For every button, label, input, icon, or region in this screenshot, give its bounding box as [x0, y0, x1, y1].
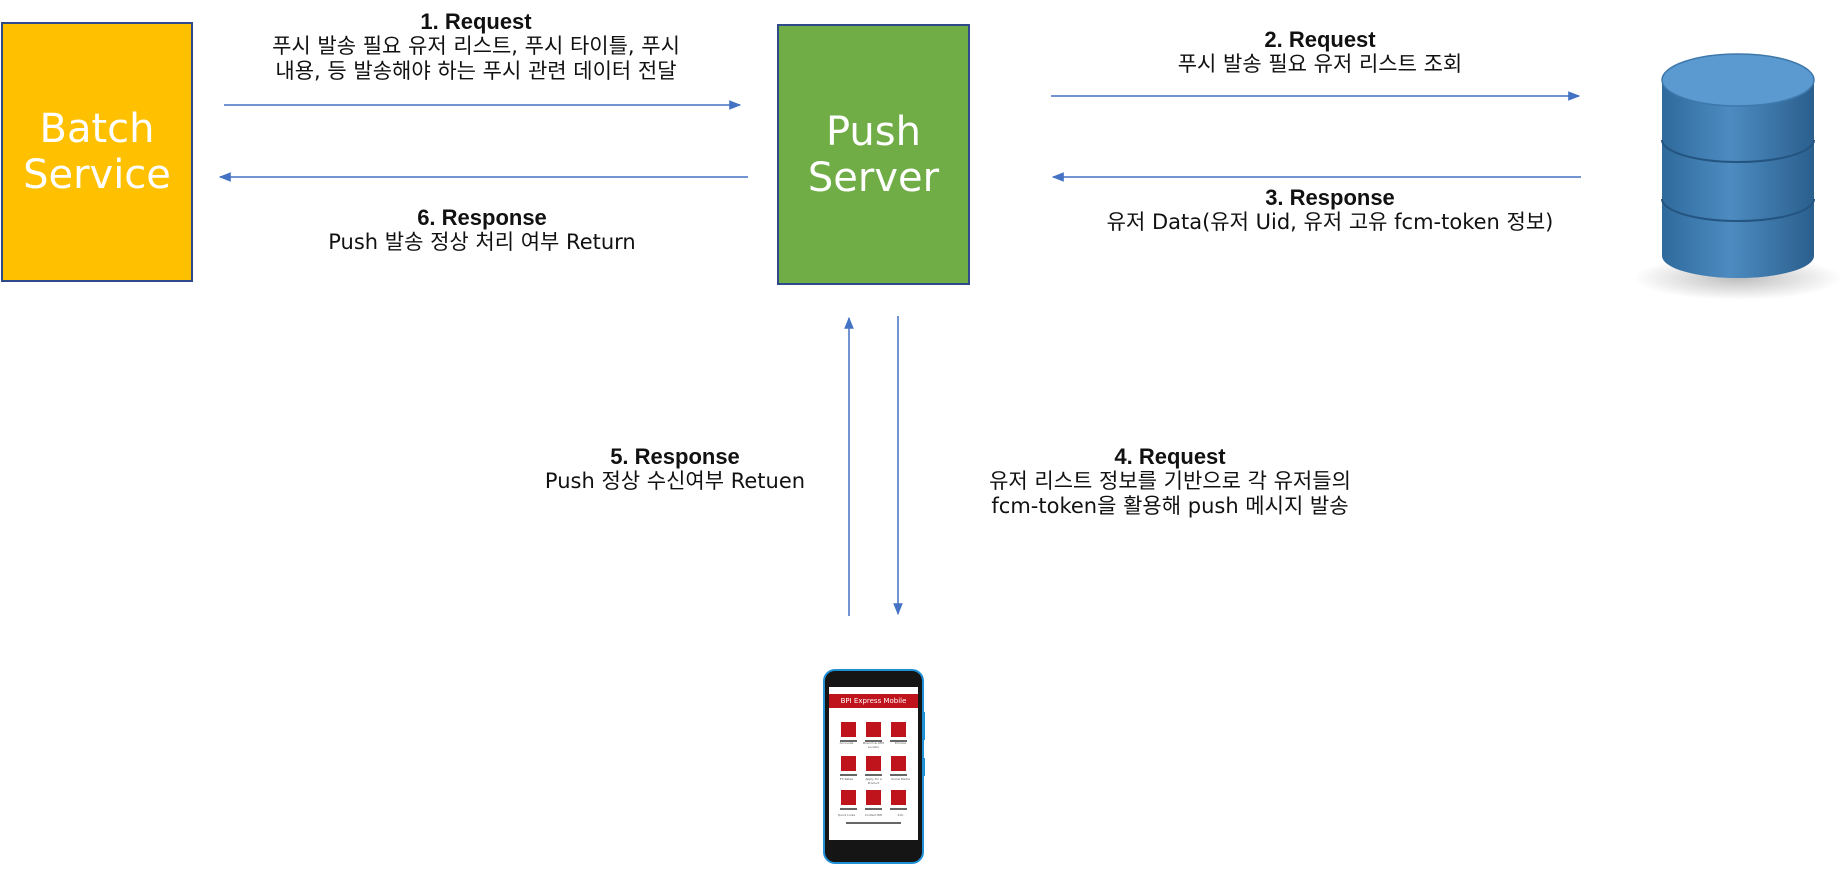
batch-service-box: Batch Service [1, 22, 193, 282]
app-tile-label: Info [897, 813, 904, 817]
batch-service-label: Batch Service [23, 106, 171, 198]
step-6-label: 6. Response Push 발송 정상 처리 여부 Return [232, 205, 732, 255]
app-tile-label: Social Media [891, 777, 910, 781]
app-tile-label: Quick Links [837, 813, 856, 817]
app-tile-label: Promos [894, 741, 907, 745]
app-tile-label: Contact BPI [864, 813, 883, 817]
app-tile-label: Accounts [839, 741, 854, 745]
app-tile-label: Branch & ATM Locator [862, 741, 885, 749]
step-2-title: 2. Request [1264, 27, 1376, 52]
step-4-label: 4. Request 유저 리스트 정보를 기반으로 각 유저들의 fcm-to… [950, 444, 1390, 519]
phone-app-grid: Accounts Branch & ATM Locator Promos FX … [833, 741, 914, 817]
step-6-desc-line: Push 발송 정상 처리 여부 Return [328, 230, 636, 254]
step-2-desc-line: 푸시 발송 필요 유저 리스트 조회 [1177, 52, 1463, 76]
step-1-label: 1. Request 푸시 발송 필요 유저 리스트, 푸시 타이틀, 푸시 내… [226, 9, 726, 84]
step-5-label: 5. Response Push 정상 수신여부 Retuen [515, 444, 835, 494]
step-4-title: 4. Request [1114, 444, 1226, 469]
step-3-title: 3. Response [1265, 185, 1395, 210]
step-1-desc-line: 푸시 발송 필요 유저 리스트, 푸시 타이틀, 푸시 [272, 34, 680, 58]
app-tile-label: Apply for a Product [865, 777, 882, 785]
step-5-title: 5. Response [610, 444, 740, 469]
step-1-title: 1. Request [420, 9, 532, 34]
phone-screen-title: BPI Express Mobile [840, 697, 907, 705]
step-5-desc-line: Push 정상 수신여부 Retuen [544, 469, 806, 493]
step-1-desc-line: 내용, 등 발송해야 하는 푸시 관련 데이터 전달 [275, 59, 677, 83]
step-3-label: 3. Response 유저 Data(유저 Uid, 유저 고유 fcm-to… [1070, 185, 1590, 235]
step-3-desc-line: 유저 Data(유저 Uid, 유저 고유 fcm-token 정보) [1106, 210, 1554, 234]
step-4-desc-line: fcm-token을 활용해 push 메시지 발송 [991, 494, 1349, 518]
push-server-label: Push Server [807, 108, 940, 201]
app-tile-label: FX Rates [839, 777, 854, 781]
step-6-title: 6. Response [417, 205, 547, 230]
push-server-box: Push Server [777, 24, 970, 285]
step-2-label: 2. Request 푸시 발송 필요 유저 리스트 조회 [1070, 27, 1570, 77]
step-4-desc-line: 유저 리스트 정보를 기반으로 각 유저들의 [989, 469, 1351, 493]
